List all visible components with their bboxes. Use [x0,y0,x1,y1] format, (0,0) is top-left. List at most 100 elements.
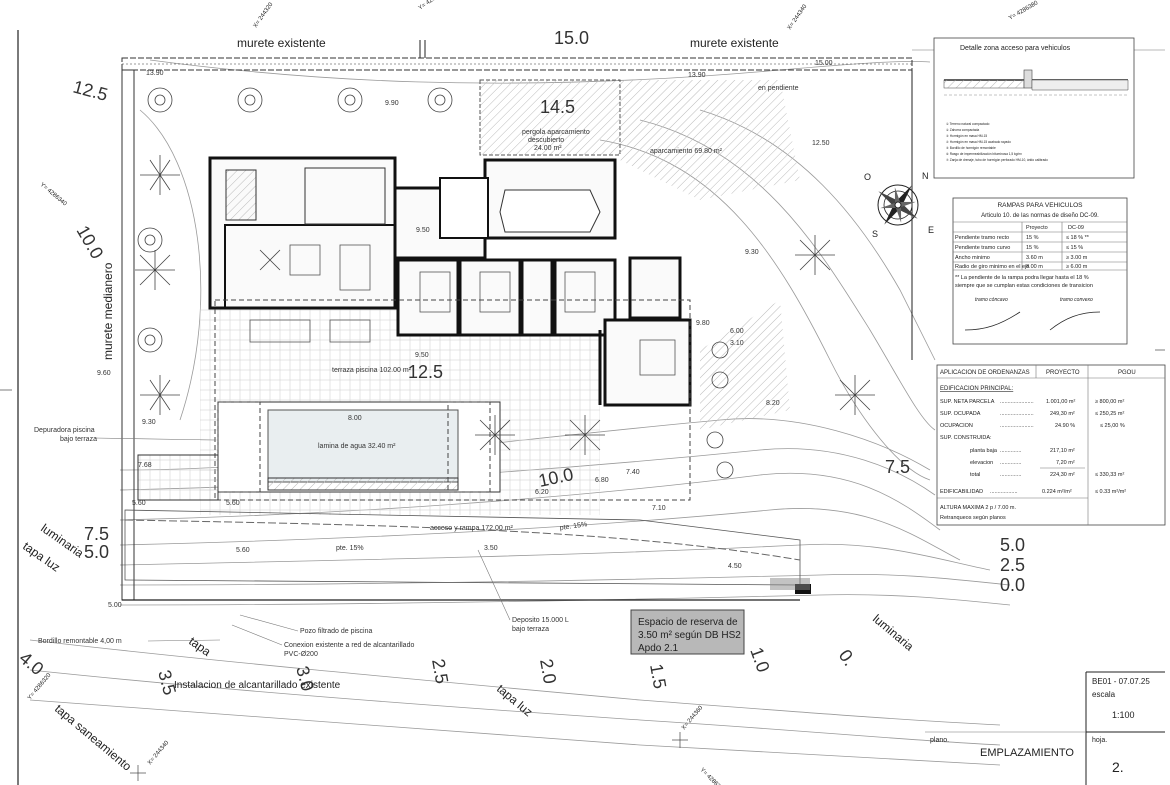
ramp-hatch [700,300,790,430]
svg-text:③ Hormigón en masa HM-15: ③ Hormigón en masa HM-15 [946,134,987,138]
reserve-space-box[interactable] [630,609,745,655]
svg-text:9.30: 9.30 [745,249,759,256]
meter-zone [770,578,810,590]
svg-text:SUP. NETA PARCELA: SUP. NETA PARCELA [940,399,995,405]
deposito-label-2: bajo terraza [512,626,549,633]
title-escala-label: escala [1092,690,1116,699]
svg-text:..............: .............. [1000,460,1022,466]
svg-text:④ Hormigón en masa HM-15 acab: ④ Hormigón en masa HM-15 acabado rayado [946,140,1011,144]
stairs [137,454,219,501]
access-label: acceso y rampa 172.00 m² [430,525,514,532]
slope-label-1: pte. 15% [336,545,364,552]
svg-text:X= 244340: X= 244340 [787,3,809,31]
pool-dashed-left [217,401,261,493]
svg-text:≥ 800,00 m²: ≥ 800,00 m² [1095,399,1124,405]
svg-text:224,30 m²: 224,30 m² [1050,472,1075,478]
svg-text:≤ 0.33 m²/m²: ≤ 0.33 m²/m² [1095,489,1126,495]
svg-text:8.00 m: 8.00 m [1026,264,1043,270]
bordillo-label: Bordillo remontable 4,00 m [38,638,122,645]
en-pendiente-label: en pendiente [758,85,799,92]
pool-water[interactable] [267,409,459,483]
depuradora-label-2: bajo terraza [60,436,97,443]
detail-box: Detalle zona acceso para vehiculos ① Ter… [933,37,1135,179]
terrace-outline [214,299,691,501]
ord-section: EDIFICACION PRINCIPAL: [940,386,1014,392]
contour-14-5: 14.5 [540,97,575,117]
svg-text:9.60: 9.60 [97,370,111,377]
parking-hatch [620,80,800,200]
svg-text:5.60: 5.60 [132,500,146,507]
svg-text:8.20: 8.20 [766,400,780,407]
svg-text:6.80: 6.80 [595,477,609,484]
luminaria-right-label: luminaria [870,612,917,654]
contour-5-0-right: 5.0 [1000,535,1025,555]
pergola-hatch [479,79,621,156]
svg-text:≥ 6.00 m: ≥ 6.00 m [1066,264,1088,270]
svg-text:7.40: 7.40 [626,469,640,476]
slope-label-2: pte. 15% [559,521,587,532]
ord-header-2: PGOU [1118,370,1136,376]
svg-text:13.90: 13.90 [146,70,164,77]
tree-symbols [135,87,875,479]
conexion-label-2: PVC-Ø200 [284,651,318,658]
svg-text:Y= 4286380: Y= 4286380 [418,0,449,12]
svg-text:Ancho minimo: Ancho minimo [955,255,990,261]
svg-text:6.00: 6.00 [730,328,744,335]
compass-e: E [928,225,934,235]
contour-7-5-right: 7.5 [885,457,910,477]
svg-text:Pendiente tramo recto: Pendiente tramo recto [955,235,1009,241]
top-dimension: 15.0 [554,28,589,48]
tapa-luz-bottom-label: tapa luz [494,682,535,720]
reserve-line-3: Apdo 2.1 [638,643,678,654]
svg-text:siempre que se cumplan estas: siempre que se cumplan estas condiciones… [955,283,1093,289]
svg-text:SUP. OCUPADA: SUP. OCUPADA [940,411,981,417]
contour-2-5-right: 2.5 [1000,555,1025,575]
svg-text:3.60 m: 3.60 m [1026,255,1043,261]
wall-left-label: murete medianero [101,262,115,360]
svg-text:9.90: 9.90 [385,100,399,107]
svg-text:7.10: 7.10 [652,505,666,512]
svg-text:..............: .............. [1000,472,1022,478]
svg-text:217,10 m²: 217,10 m² [1050,448,1075,454]
svg-text:......................: ...................... [1000,423,1034,429]
svg-text:5.60: 5.60 [226,500,240,507]
ordenanzas-table: APLICACION DE ORDENANZAS PROYECTO PGOU E… [936,364,1166,526]
svg-text:≤ 330,33 m²: ≤ 330,33 m² [1095,472,1124,478]
svg-text:Pendiente tramo curvo: Pendiente tramo curvo [955,245,1010,251]
title-hoja-value: 2. [1112,759,1124,775]
contour-0: 0. [835,646,860,670]
svg-text:X= 244320: X= 244320 [253,1,275,29]
svg-text:9.50: 9.50 [415,352,429,359]
contour-7-5-left: 7.5 [84,524,109,544]
reserve-line-1: Espacio de reserva de [638,617,738,628]
contour-1-5: 1.5 [646,662,670,690]
svg-text:249,30 m²: 249,30 m² [1050,411,1075,417]
depuradora-label: Depuradora piscina [34,427,95,434]
svg-text:15 %: 15 % [1026,235,1039,241]
svg-text:EDIFICABILIDAD: EDIFICABILIDAD [940,489,983,495]
svg-text:total: total [970,472,980,478]
svg-text:15.00: 15.00 [815,60,833,67]
svg-text:......................: ...................... [1000,411,1034,417]
ord-header-0: APLICACION DE ORDENANZAS [940,370,1030,376]
depuradora-leader [94,437,216,441]
svg-text:ALTURA MAXIMA 2 p / 7.00 m: ALTURA MAXIMA 2 p / 7.00 m. [940,505,1016,511]
svg-text:......................: ...................... [1000,399,1034,405]
deposito-leader [477,549,511,621]
conexion-label: Conexion existente a red de alcantarilla… [284,642,414,649]
svg-text:7,20 m²: 7,20 m² [1056,460,1075,466]
svg-text:Y= 4286340: Y= 4286340 [699,767,727,785]
contour-4-0: 4.0 [15,648,47,679]
ramp-table: RAMPAS PARA VEHICULOS Articulo 10. de la… [952,197,1128,345]
svg-text:3.10: 3.10 [730,340,744,347]
svg-text:12.50: 12.50 [812,140,830,147]
svg-text:⑥ Rasgo de impermeabilización: ⑥ Rasgo de impermeabilización bituminosa… [946,152,1022,156]
svg-text:** La pendiente de la rampa po: ** La pendiente de la rampa podra llegar… [955,275,1089,281]
svg-text:5.00: 5.00 [108,602,122,609]
contour-12-5-mid: 12.5 [408,362,443,382]
access-ramp-axis [124,519,801,561]
house-floor-plan[interactable] [208,156,692,407]
svg-text:⑦ Zanja de drenaje, tubo de h: ⑦ Zanja de drenaje, tubo de hormigón per… [946,158,1048,162]
tapa-label: tapa [186,634,213,659]
